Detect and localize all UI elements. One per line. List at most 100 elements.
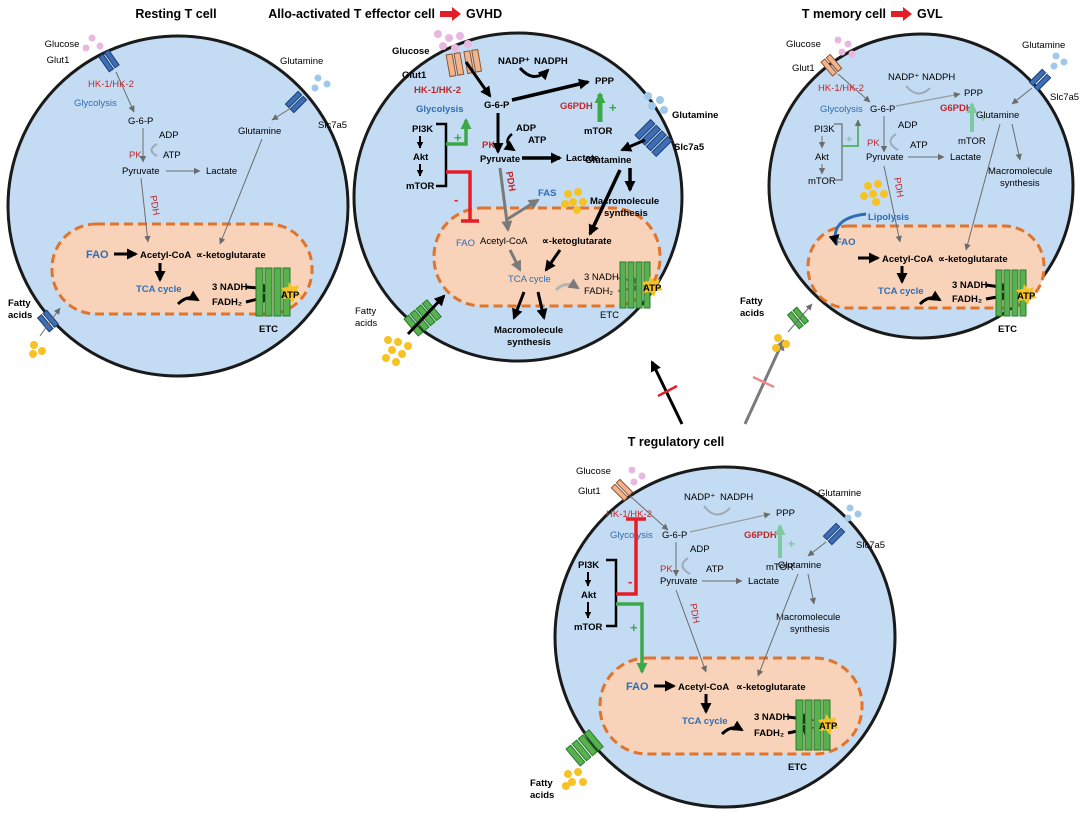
label-fao: FAO bbox=[626, 681, 649, 693]
label-adp: ADP bbox=[159, 130, 179, 141]
label-ppp: PPP bbox=[595, 76, 615, 87]
label-etc: ETC bbox=[600, 310, 619, 321]
fatty-acid-transporter-icon bbox=[36, 309, 60, 333]
cell-memory: Glucose Glut1 HK-1/HK-2 Glycolysis G-6-P… bbox=[740, 32, 1079, 352]
label-pk: PK bbox=[660, 564, 673, 575]
label-fatty-2: acids bbox=[530, 790, 554, 801]
label-glutamine-outside: Glutamine bbox=[1022, 40, 1065, 51]
label-nadh: 3 NADH bbox=[952, 280, 988, 291]
label-glucose: Glucose bbox=[576, 466, 611, 477]
atp-star-icon bbox=[1016, 284, 1037, 305]
label-etc: ETC bbox=[998, 324, 1017, 335]
activation-arrow-glycolysis bbox=[842, 119, 862, 147]
label-plus: + bbox=[630, 620, 638, 635]
label-pi3k: PI3K bbox=[814, 124, 835, 135]
label-glycolysis: Glycolysis bbox=[74, 98, 117, 109]
label-glycolysis: Glycolysis bbox=[820, 104, 863, 115]
label-fadh2: FADH₂ bbox=[952, 294, 982, 305]
label-tca: TCA cycle bbox=[508, 274, 551, 285]
label-nadph: NADPH bbox=[922, 72, 955, 83]
arrow-slc7a5-glutamine bbox=[271, 107, 292, 121]
label-glutamine-outside: Glutamine bbox=[818, 488, 861, 499]
label-glut1: Glut1 bbox=[792, 63, 815, 74]
label-tca: TCA cycle bbox=[682, 716, 728, 727]
label-macro-2: synthesis bbox=[790, 624, 830, 635]
label-nadp: NADP⁺ bbox=[498, 56, 530, 67]
label-slc7a5: Slc7a5 bbox=[674, 142, 705, 153]
label-glutamine-inside: Glutamine bbox=[585, 155, 631, 166]
nadp-curve bbox=[905, 85, 931, 95]
nadp-curve bbox=[518, 66, 550, 81]
label-fao: FAO bbox=[836, 237, 856, 248]
slc7a5-transporter-icon bbox=[284, 90, 308, 114]
inhibition-fao bbox=[446, 170, 472, 220]
cell-membrane bbox=[6, 34, 350, 378]
adp-atp-curve bbox=[681, 557, 691, 575]
adp-atp-curve bbox=[889, 133, 899, 151]
label-pi3k: PI3K bbox=[578, 560, 599, 571]
cell-resting: Glucose Glut1 HK-1/HK-2 Glycolysis G-6-P… bbox=[6, 34, 350, 378]
label-glycolysis: Glycolysis bbox=[416, 104, 464, 115]
label-akg: ∝-ketoglutarate bbox=[736, 682, 806, 693]
label-tca: TCA cycle bbox=[136, 284, 182, 295]
title-treg: T regulatory cell bbox=[628, 435, 725, 449]
label-pdh: PDH bbox=[503, 171, 517, 193]
treg-inhibit-bar-effector bbox=[657, 384, 678, 398]
label-lactate: Lactate bbox=[566, 153, 599, 164]
arrow-slc7a5-glutamine bbox=[807, 541, 827, 557]
label-acetylcoa: Acetyl-CoA bbox=[140, 250, 191, 261]
label-fadh2: FADH₂ bbox=[584, 286, 613, 297]
label-akg: ∝-ketoglutarate bbox=[938, 254, 1008, 265]
label-pk: PK bbox=[867, 138, 880, 149]
arrow-glutamine-akg bbox=[588, 169, 622, 236]
label-slc7a5: Slc7a5 bbox=[856, 540, 885, 551]
label-fadh2: FADH₂ bbox=[754, 728, 784, 739]
arrow-g6p-ppp bbox=[511, 78, 590, 102]
label-pyruvate: Pyruvate bbox=[866, 152, 904, 163]
atp-star-icon bbox=[281, 282, 302, 303]
label-glutamine-inside: Glutamine bbox=[976, 110, 1019, 121]
treg-inhibit-bar-memory bbox=[752, 375, 775, 389]
label-nadh: 3 NADH bbox=[754, 712, 790, 723]
label-mtor-ppp: mTOR bbox=[958, 136, 986, 147]
label-pyruvate: Pyruvate bbox=[122, 166, 160, 177]
label-tca: TCA cycle bbox=[878, 286, 924, 297]
title-resting: Resting T cell bbox=[135, 7, 216, 21]
label-nadph: NADPH bbox=[534, 56, 568, 67]
glucose-molecules bbox=[834, 36, 856, 58]
label-macro-1: Macromolecule bbox=[494, 325, 563, 336]
label-adp: ADP bbox=[690, 544, 710, 555]
label-akg: ∝-ketoglutarate bbox=[196, 250, 266, 261]
arrow-glut1-g6p bbox=[837, 73, 871, 103]
label-fatty-1: Fatty bbox=[8, 298, 31, 309]
activation-arrow-glycolysis bbox=[446, 118, 472, 146]
label-plus: + bbox=[846, 134, 852, 146]
label-plus: + bbox=[980, 111, 987, 125]
fatty-acid-transporter-icon bbox=[786, 306, 810, 330]
label-fas: FAS bbox=[538, 188, 556, 199]
arrow-glutamine-macro bbox=[1011, 123, 1022, 161]
label-nadp: NADP⁺ bbox=[684, 492, 715, 503]
adp-atp-curve bbox=[503, 133, 516, 152]
label-macro-2: synthesis bbox=[507, 337, 551, 348]
label-etc: ETC bbox=[788, 762, 807, 773]
label-fao: FAO bbox=[86, 249, 109, 261]
label-nadph: NADPH bbox=[720, 492, 753, 503]
mitochondrion bbox=[432, 206, 662, 308]
label-lipolysis: Lipolysis bbox=[868, 212, 909, 223]
label-atp-mito: ATP bbox=[1017, 291, 1036, 302]
glut1-transporter-icon bbox=[820, 53, 843, 77]
label-mtor: mTOR bbox=[574, 622, 602, 633]
label-macro-1: Macromolecule bbox=[988, 166, 1052, 177]
arrow-g6p-ppp bbox=[895, 91, 961, 107]
treg-to-effector-arrow bbox=[650, 360, 684, 425]
label-macro-2: synthesis bbox=[604, 208, 648, 219]
inhibition-glycolysis bbox=[616, 520, 638, 596]
fatty-acid-molecules bbox=[29, 341, 46, 358]
label-fao: FAO bbox=[456, 238, 475, 249]
signal-bracket bbox=[436, 122, 448, 188]
label-g6p: G-6-P bbox=[128, 116, 153, 127]
arrow-glutamine-akg bbox=[757, 573, 799, 677]
glutamine-molecules bbox=[1050, 52, 1068, 70]
